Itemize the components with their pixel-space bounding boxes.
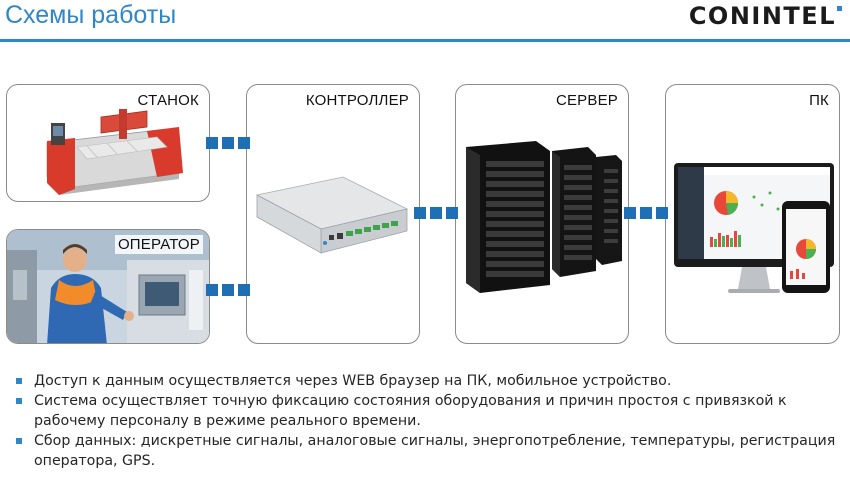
- machine-label: СТАНОК: [137, 92, 199, 109]
- controller-box: КОНТРОЛЛЕР: [246, 84, 420, 344]
- feature-item: Доступ к данным осуществляется через WEB…: [16, 371, 846, 391]
- controller-device-image: [255, 176, 409, 254]
- controller-label: КОНТРОЛЛЕР: [305, 92, 409, 109]
- server-label: СЕРВЕР: [555, 92, 618, 109]
- pc-monitor-and-phone-image: [674, 163, 834, 293]
- page-title: Схемы работы: [5, 1, 177, 29]
- header-divider: [0, 39, 850, 42]
- feature-list: Доступ к данным осуществляется через WEB…: [16, 371, 846, 471]
- operator-label: ОПЕРАТОР: [114, 235, 203, 254]
- operator-photo: [7, 230, 209, 343]
- server-box: СЕРВЕР: [455, 84, 629, 344]
- machine-controller-connector: [206, 137, 250, 149]
- machine-box: СТАНОК: [6, 84, 210, 202]
- logo-accent-dot: [837, 6, 842, 11]
- laser-cutting-machine-image: [46, 109, 183, 195]
- operator-controller-connector: [206, 284, 250, 296]
- pc-box: ПК: [665, 84, 840, 344]
- server-racks-image: [466, 141, 622, 293]
- operator-box: ОПЕРАТОР: [6, 229, 210, 344]
- feature-item: Система осуществляет точную фиксацию сос…: [16, 391, 846, 431]
- pc-label: ПК: [809, 92, 829, 109]
- controller-server-connector: [414, 207, 458, 219]
- conintel-logo: CONINTEL: [688, 2, 836, 30]
- server-pc-connector: [624, 207, 668, 219]
- feature-item: Сбор данных: дискретные сигналы, аналого…: [16, 431, 846, 471]
